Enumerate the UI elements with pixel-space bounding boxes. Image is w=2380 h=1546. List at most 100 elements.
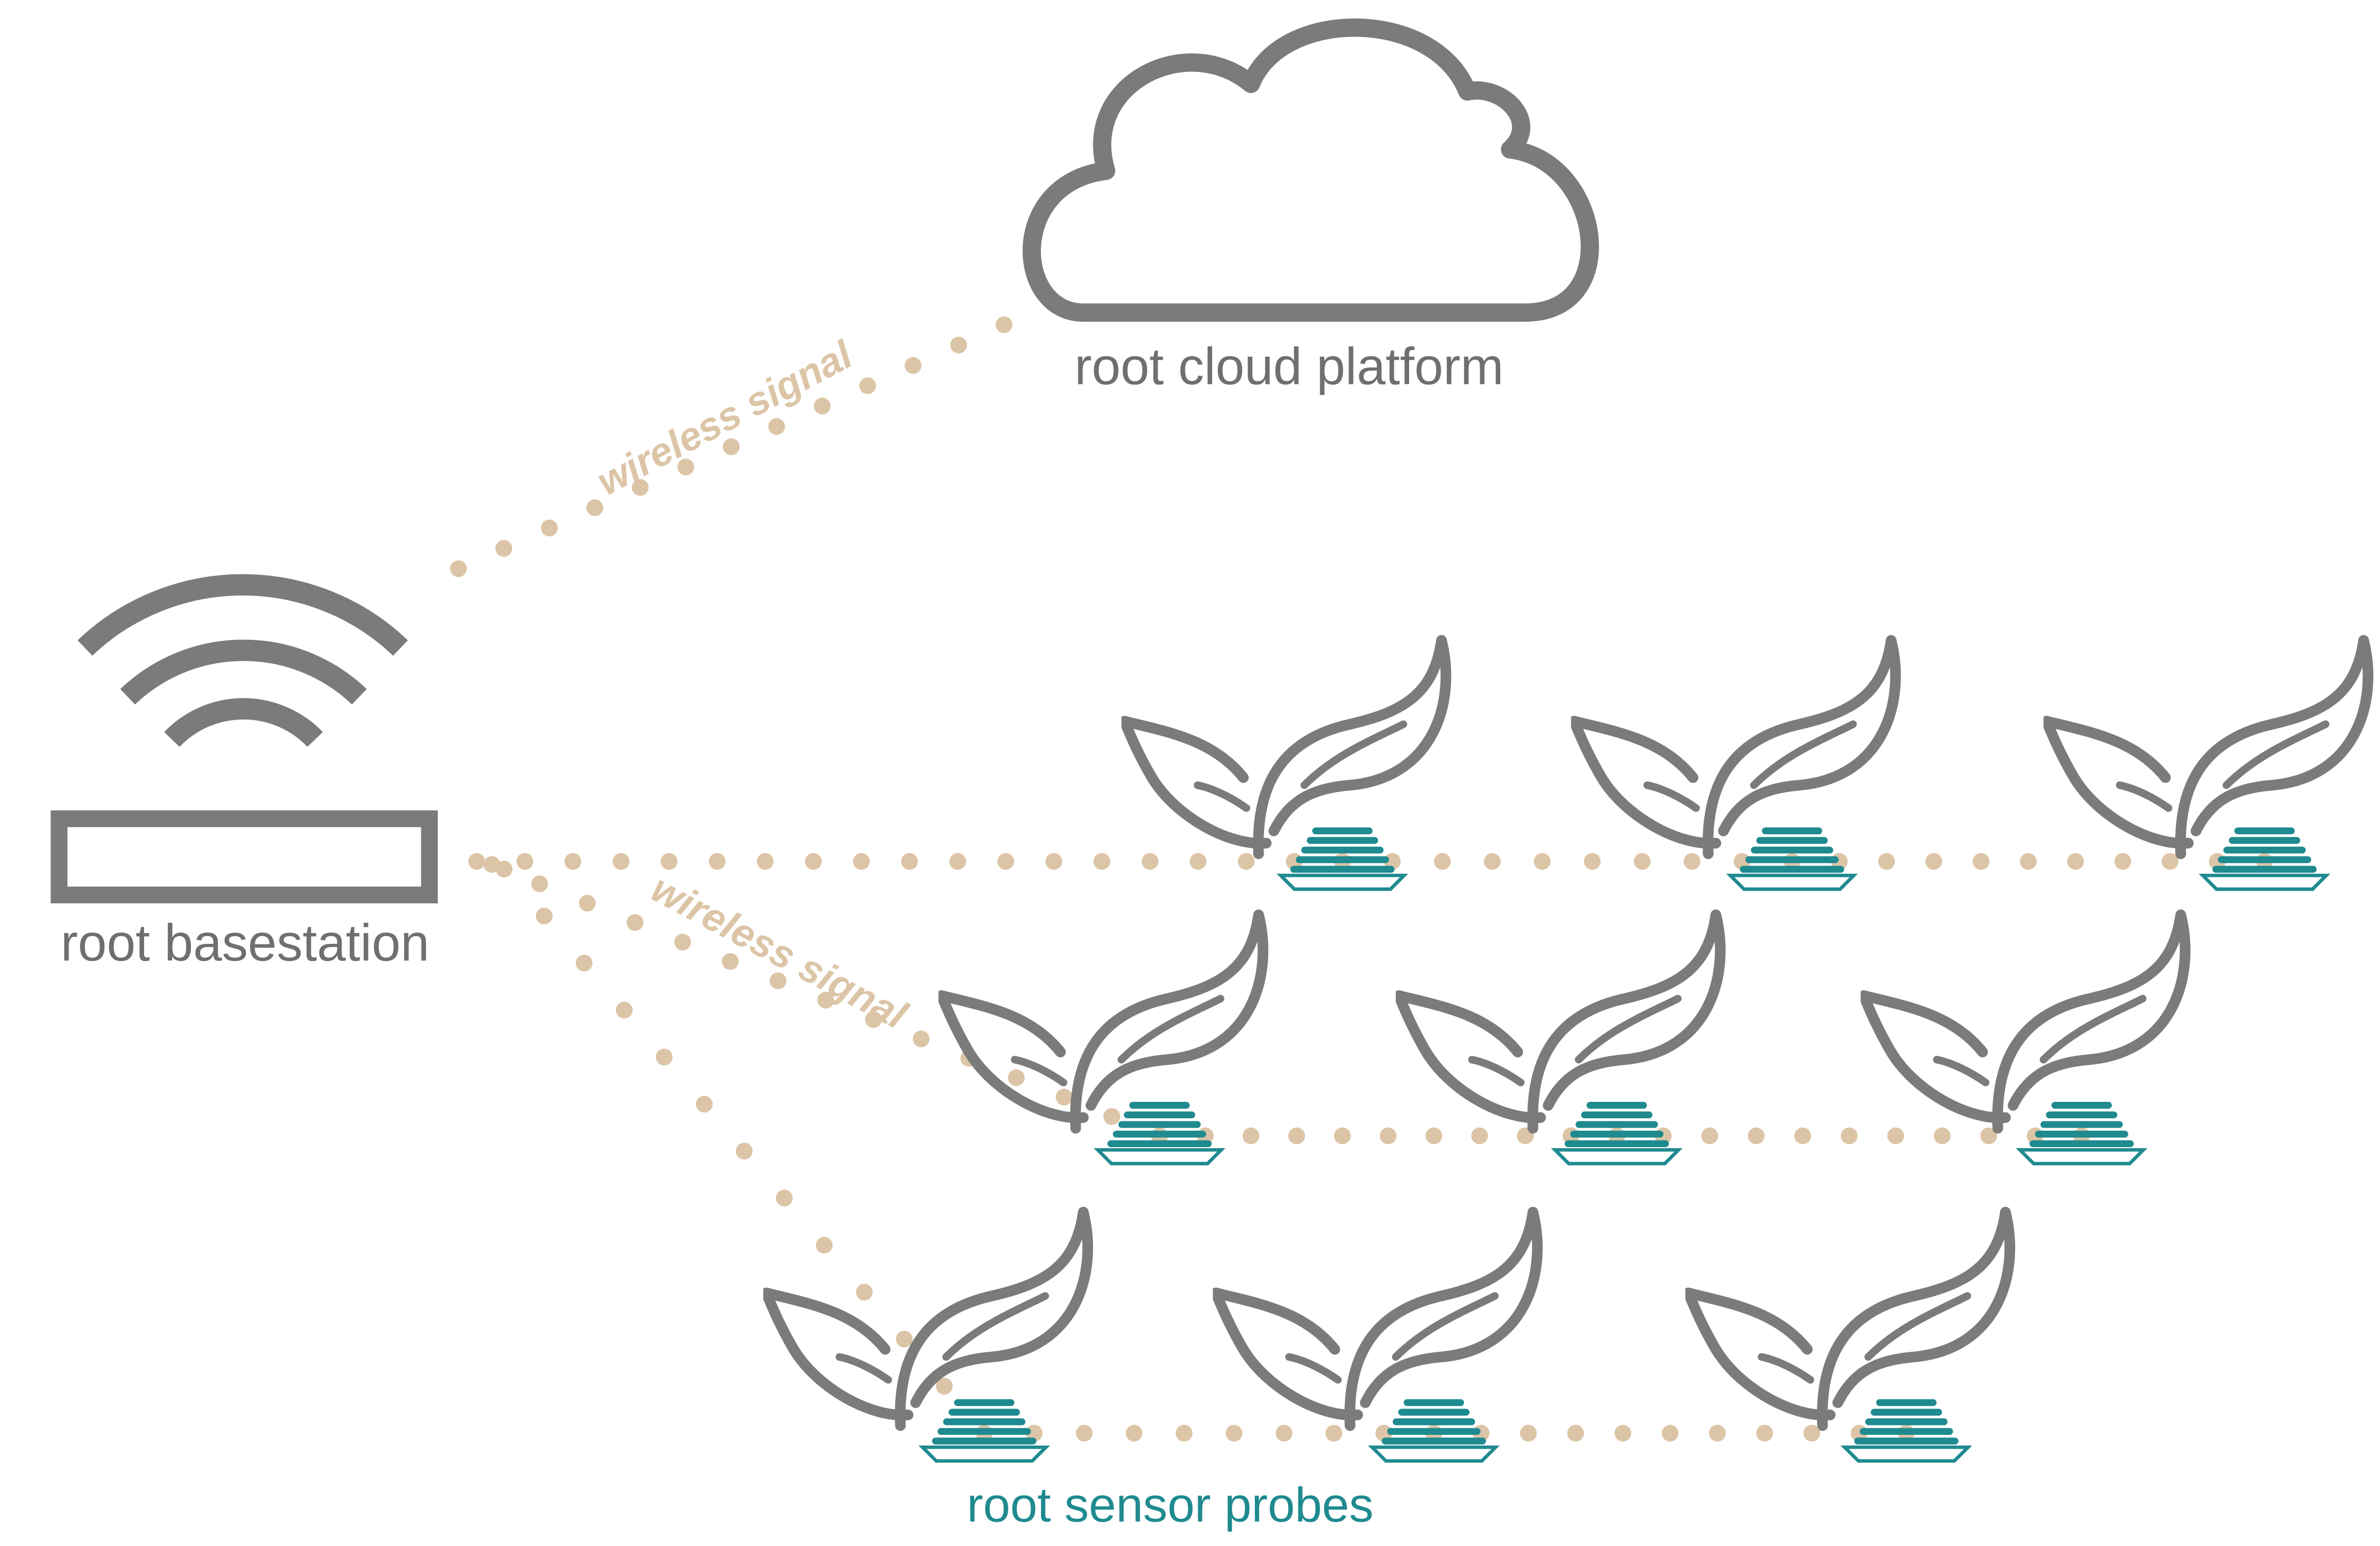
signal-path-cloud xyxy=(450,316,1013,577)
signal-dot xyxy=(1614,1425,1631,1442)
signal-dot xyxy=(516,853,534,870)
sensor-probe-icon xyxy=(922,1399,1046,1461)
signal-dot xyxy=(722,953,739,970)
signal-dot xyxy=(1567,1425,1584,1442)
signal-dot xyxy=(950,337,967,354)
signal-dot xyxy=(757,853,774,870)
seedling-icon xyxy=(1216,1212,1537,1426)
probe-station xyxy=(1399,915,1720,1164)
cloud-label: root cloud platform xyxy=(1074,338,1503,396)
signal-dot xyxy=(1733,853,1751,870)
signal-dot xyxy=(1384,853,1401,870)
signal-dot xyxy=(674,934,691,951)
signal-dot xyxy=(997,853,1015,870)
signal-dot xyxy=(768,418,785,435)
signal-dot xyxy=(1683,853,1701,870)
seedling-icon xyxy=(1125,640,1446,854)
signal-dot xyxy=(1176,1425,1193,1442)
signal-label-top: wireless signal xyxy=(590,332,860,504)
signal-dot xyxy=(661,853,678,870)
signal-dot xyxy=(1980,1127,1997,1145)
probe-link-row-3 xyxy=(975,1425,1443,1442)
signal-label-bottom: wireless signal xyxy=(644,866,915,1038)
signal-dot xyxy=(586,499,603,516)
probe-station xyxy=(1574,640,1896,889)
signal-dot xyxy=(776,1189,793,1207)
wifi-router-icon xyxy=(50,574,438,904)
sensor-probe-icon xyxy=(2020,1102,2143,1164)
signal-dot xyxy=(1471,1127,1488,1145)
sensor-probe-icon xyxy=(2203,828,2326,889)
signal-dot xyxy=(1425,1127,1443,1145)
signal-dot xyxy=(1661,1425,1679,1442)
seedling-icon xyxy=(1574,640,1896,854)
signal-dot xyxy=(859,377,876,394)
signal-dot xyxy=(1056,1088,1073,1106)
signal-dot xyxy=(1701,1127,1718,1145)
wireless-signal-paths xyxy=(450,316,2273,1442)
sensor-probe-icon xyxy=(1844,1399,1968,1461)
probe-link-row-2 xyxy=(1151,1127,1625,1145)
signal-dot xyxy=(564,853,581,870)
signal-dot xyxy=(1709,1425,1726,1442)
sensor-probe-icon xyxy=(1372,1399,1496,1461)
signal-dot xyxy=(579,894,596,912)
signal-dot xyxy=(1288,1127,1305,1145)
signal-dot xyxy=(805,853,822,870)
probe-link-row-3 xyxy=(1425,1425,1915,1442)
signal-dot xyxy=(856,1284,873,1301)
seedling-icon xyxy=(1399,915,1720,1129)
signal-dot xyxy=(1379,1127,1397,1145)
signal-dot xyxy=(1375,1425,1393,1442)
signal-dot xyxy=(2114,853,2132,870)
probes-label: root sensor probes xyxy=(967,1478,1373,1533)
signal-dot xyxy=(1025,1425,1043,1442)
signal-dot xyxy=(1238,853,1255,870)
signal-dot xyxy=(2020,853,2037,870)
signal-dot xyxy=(495,540,512,557)
signal-dot xyxy=(708,853,726,870)
probe-station xyxy=(2047,640,2368,889)
sensor-probe-icon xyxy=(1281,828,1404,889)
signal-dot xyxy=(612,853,630,870)
probe-station xyxy=(1125,640,1446,889)
signal-dot xyxy=(1520,1425,1537,1442)
signal-dot xyxy=(1933,1127,1951,1145)
signal-dot xyxy=(696,1096,713,1113)
signal-dot xyxy=(1756,1425,1773,1442)
signal-dot xyxy=(813,397,831,415)
signal-dot xyxy=(913,1030,930,1047)
probe-station xyxy=(1863,915,2185,1164)
signal-dot xyxy=(2161,853,2179,870)
signal-dot xyxy=(1840,1127,1858,1145)
signal-dot xyxy=(736,1143,753,1160)
sensor-probe-icon xyxy=(1730,828,1854,889)
signal-dot xyxy=(616,1002,633,1018)
signal-dot xyxy=(1325,1425,1342,1442)
signal-dot xyxy=(1973,853,1990,870)
seedling-icon xyxy=(1689,1212,2010,1426)
probe-station xyxy=(942,915,1263,1164)
signal-dot xyxy=(1794,1127,1811,1145)
signal-dot xyxy=(1878,853,1895,870)
signal-dot xyxy=(817,992,834,1009)
signal-dot xyxy=(852,853,870,870)
plant-grid xyxy=(766,640,2368,1461)
sensor-probe-icon xyxy=(1555,1102,1679,1164)
signal-dot xyxy=(1803,1425,1821,1442)
signal-dot xyxy=(936,1378,953,1395)
signal-path-row-3 xyxy=(495,860,993,1442)
signal-dot xyxy=(1434,853,1451,870)
probe-link-row-2 xyxy=(1608,1127,2090,1145)
probe-link-row-1 xyxy=(1783,853,2273,870)
signal-dot xyxy=(1275,1425,1293,1442)
signal-dot xyxy=(949,853,966,870)
signal-dot xyxy=(1633,853,1651,870)
signal-dot xyxy=(1008,1069,1025,1086)
signal-dot xyxy=(1584,853,1601,870)
signal-dot xyxy=(541,519,558,537)
signal-dot xyxy=(722,438,740,455)
basestation-body xyxy=(50,810,438,904)
signal-dot xyxy=(531,875,548,892)
seedling-icon xyxy=(1863,915,2185,1129)
